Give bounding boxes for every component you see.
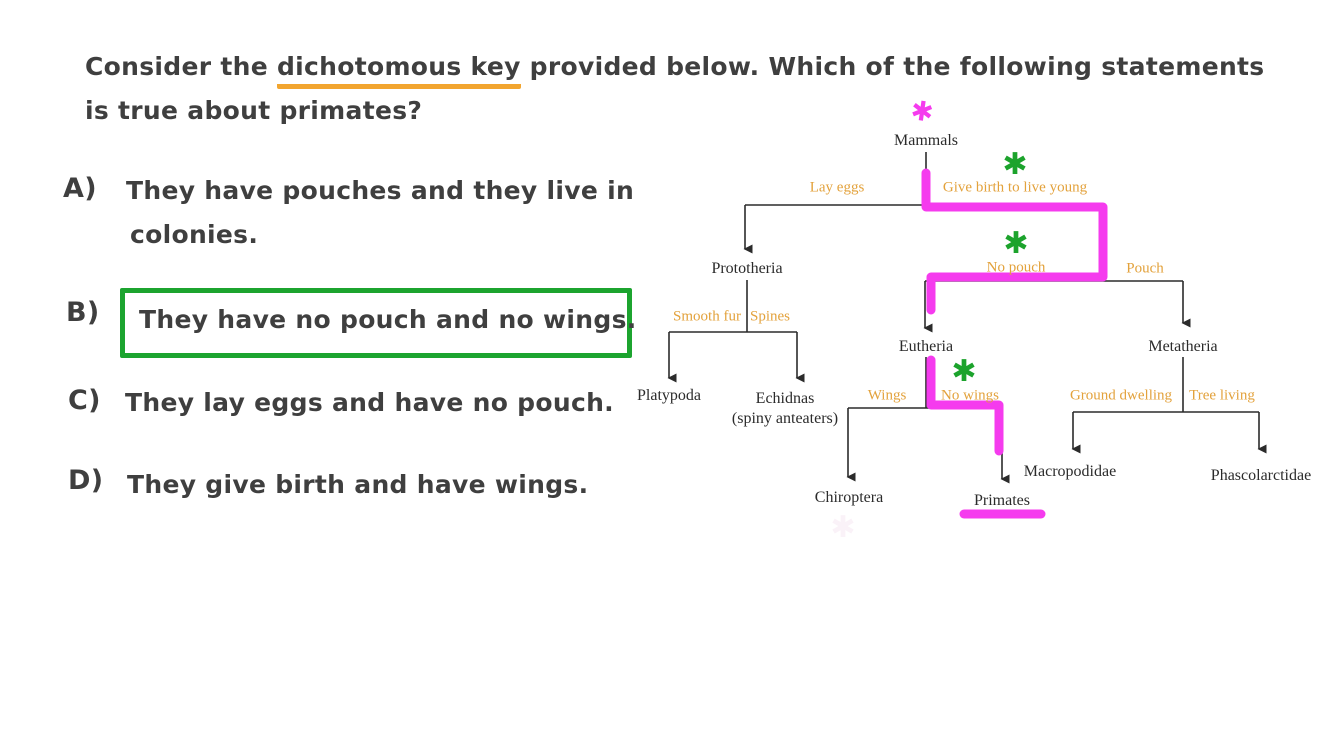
option-a-marker: A)	[63, 173, 97, 204]
option-b-text: They have no pouch and no wings.	[139, 305, 637, 334]
label-give-birth: Give birth to live young	[942, 179, 1088, 196]
node-mammals: Mammals	[894, 132, 958, 149]
question-line2: is true about primates?	[85, 96, 423, 125]
label-lay-eggs: Lay eggs	[809, 179, 865, 196]
option-c-text: They lay eggs and have no pouch.	[125, 388, 614, 417]
option-a-line1: They have pouches and they live in	[126, 176, 635, 205]
node-eutheria: Eutheria	[898, 338, 954, 355]
option-c-marker: C)	[68, 385, 101, 416]
node-echidnas: Echidnas (spiny anteaters)	[732, 389, 838, 429]
node-prototheria: Prototheria	[711, 260, 783, 277]
node-metatheria: Metatheria	[1148, 338, 1218, 355]
label-spines: Spines	[749, 308, 791, 325]
question-highlight: dichotomous key	[276, 52, 521, 89]
option-d-text: They give birth and have wings.	[127, 470, 589, 499]
question-line1: Consider the dichotomous key provided be…	[85, 52, 1265, 89]
node-phascolarctidae: Phascolarctidae	[1210, 467, 1312, 484]
label-tree-living: Tree living	[1189, 387, 1255, 404]
highlight-path	[921, 168, 1108, 519]
option-d-marker: D)	[68, 465, 104, 496]
label-ground-dwelling: Ground dwelling	[1069, 387, 1173, 404]
label-pouch: Pouch	[1126, 260, 1164, 277]
correct-answer-box: They have no pouch and no wings.	[120, 288, 636, 358]
highlight-segment-eutheria-to-primates	[926, 355, 1004, 456]
magenta-asterisk-mammals: ✱	[908, 95, 936, 129]
green-asterisk-no-pouch: ✱	[1003, 226, 1029, 261]
node-platypoda: Platypoda	[637, 387, 701, 404]
node-macropodidae: Macropodidae	[1023, 463, 1117, 480]
question-text-post: provided below. Which of the following s…	[520, 52, 1265, 81]
label-no-pouch: No pouch	[986, 259, 1046, 276]
erased-mark: ✱	[830, 510, 856, 545]
node-echidnas-name: Echidnas	[755, 390, 815, 407]
green-asterisk-no-wings: ✱	[951, 354, 977, 389]
node-echidnas-subtitle: (spiny anteaters)	[731, 410, 839, 427]
option-a-line2: colonies.	[130, 220, 259, 249]
label-wings: Wings	[867, 387, 907, 404]
label-smooth-fur: Smooth fur	[673, 308, 741, 325]
label-no-wings: No wings	[941, 387, 999, 404]
node-chiroptera: Chiroptera	[814, 489, 884, 506]
option-b-marker: B)	[66, 297, 100, 328]
node-primates: Primates	[974, 492, 1030, 509]
green-asterisk-give-birth: ✱	[1002, 147, 1028, 182]
highlight-segment-mammals-to-eutheria	[921, 168, 1108, 315]
question-text-pre: Consider the	[85, 52, 277, 81]
